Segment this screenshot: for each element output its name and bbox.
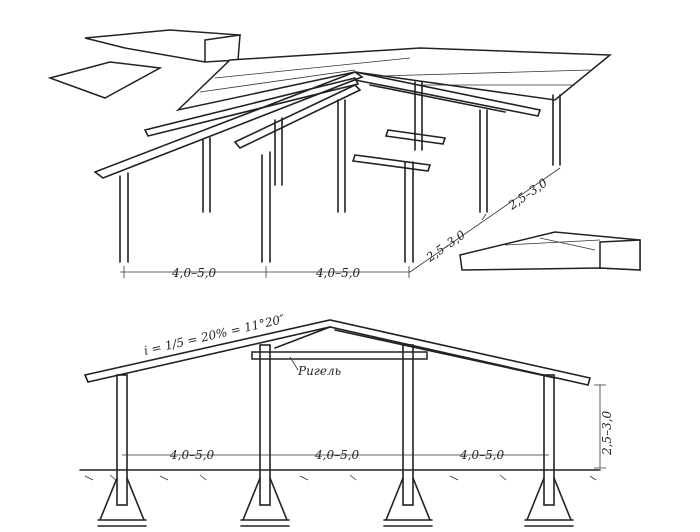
beam-leader	[289, 356, 299, 371]
ground-hatch	[84, 474, 597, 481]
dimension-lines	[120, 167, 561, 278]
roof-sheet	[175, 47, 613, 112]
footings	[97, 477, 574, 527]
span-dim: 4,0–5,0	[314, 448, 360, 462]
height-dim: 2,5–3,0	[600, 410, 614, 456]
beam-label: Ригель	[297, 364, 341, 378]
depth-dim: 2,5–3,0	[505, 175, 550, 213]
section-posts	[116, 344, 555, 506]
perspective-view: 4,0–5,0 4,0–5,0 2,5–3,0 2,5–3,0	[47, 29, 641, 280]
section-dim-lines	[122, 384, 606, 469]
joint-detail-bottom-right	[459, 231, 641, 271]
joint-detail-top-left	[47, 29, 241, 99]
rafters	[93, 71, 542, 179]
posts	[119, 81, 561, 263]
span-dim: 4,0–5,0	[171, 266, 217, 280]
span-dim: 4,0–5,0	[169, 448, 215, 462]
span-dim: 4,0–5,0	[315, 266, 361, 280]
span-dim: 4,0–5,0	[459, 448, 505, 462]
roof-section	[84, 319, 591, 386]
section-view: 4,0–5,0 4,0–5,0 4,0–5,0 2,5–3,0 i = 1/5 …	[79, 312, 614, 527]
beam	[251, 351, 428, 360]
